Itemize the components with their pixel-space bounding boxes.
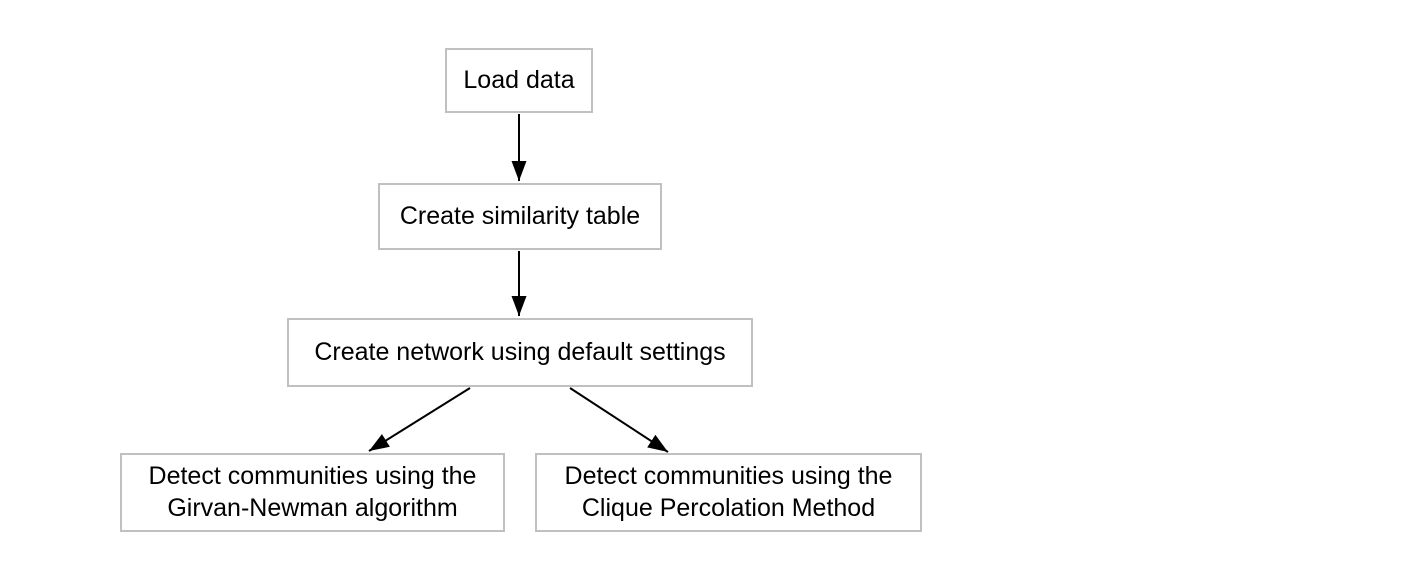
node-label: Clique Percolation Method <box>581 493 876 522</box>
edge-network-to-girvan-newman <box>368 387 471 452</box>
node-label: Detect communities using the <box>564 462 893 491</box>
node-label: Create network using default settings <box>314 337 726 366</box>
node-label: Create similarity table <box>399 201 641 230</box>
node-detect-girvan-newman: Detect communities using the Girvan-Newm… <box>120 453 505 532</box>
edge-network-to-clique-percolation <box>569 387 669 453</box>
node-create-similarity-table: Create similarity table <box>378 183 662 250</box>
node-label: Detect communities using the <box>148 462 477 491</box>
node-create-network: Create network using default settings <box>287 318 753 387</box>
node-label: Girvan-Newman algorithm <box>167 493 458 522</box>
node-load-data: Load data <box>445 48 593 113</box>
node-detect-clique-percolation: Detect communities using the Clique Perc… <box>535 453 922 532</box>
node-label: Load data <box>463 65 575 94</box>
